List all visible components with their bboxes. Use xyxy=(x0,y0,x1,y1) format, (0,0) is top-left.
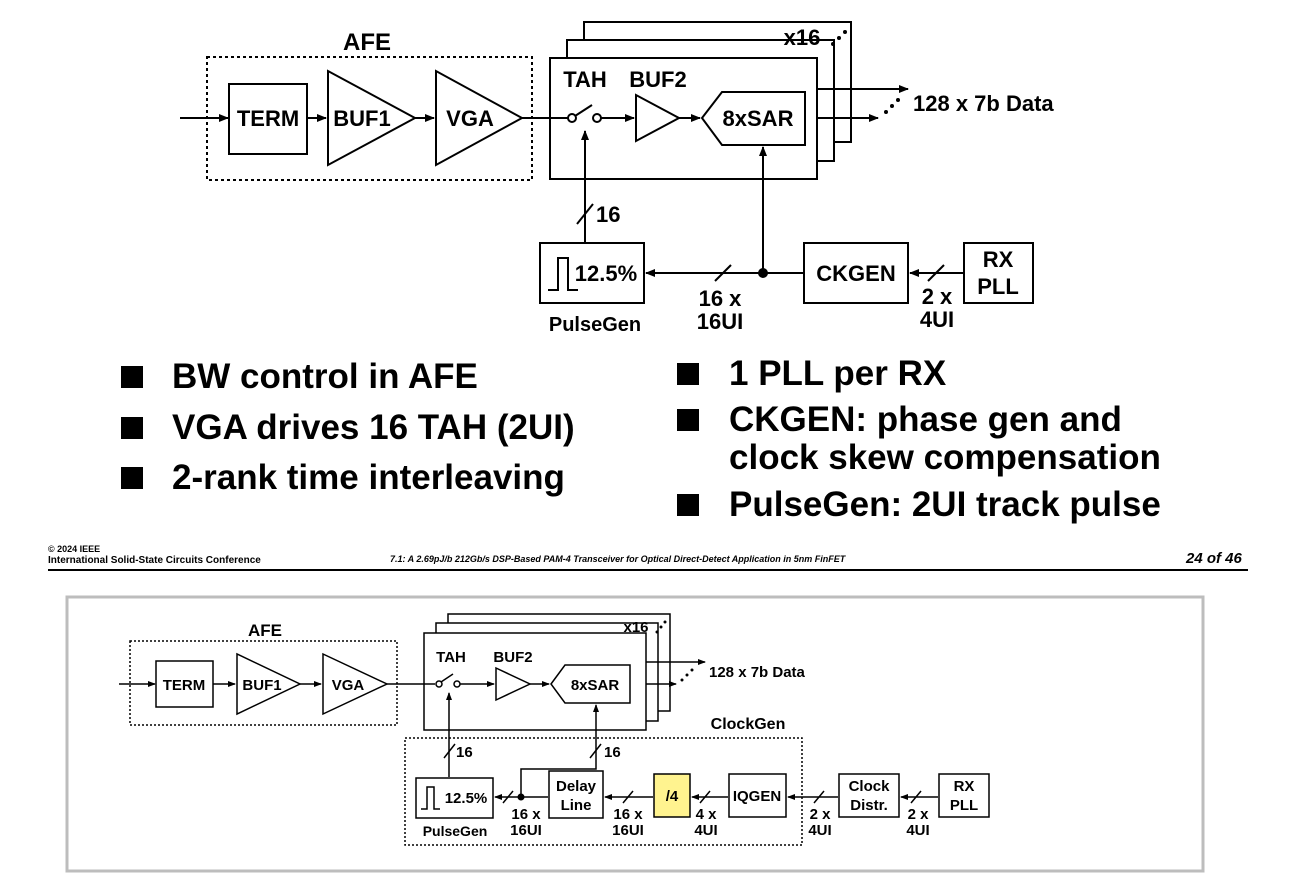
bus-4x: 4 x xyxy=(696,806,718,823)
footer-paper-title: 7.1: A 2.69pJ/b 212Gb/s DSP-Based PAM-4 … xyxy=(390,554,846,564)
iqgen-block xyxy=(728,773,787,818)
pll-bus-4ui: 4UI xyxy=(920,307,954,332)
bus-16ui-b: 16UI xyxy=(612,822,644,839)
bullet-text: CKGEN: phase gen and xyxy=(729,400,1122,439)
pulse-duty-label: 12.5% xyxy=(575,261,637,286)
bus-4ui-a: 4UI xyxy=(808,822,831,839)
rx-block-diagram-bottom: AFE TERM BUF1 VGA x16 TAH BUF2 8xSAR 128… xyxy=(65,595,1205,873)
buf1-triangle xyxy=(327,69,418,167)
vga-triangle xyxy=(435,69,525,167)
clock-junction xyxy=(517,793,525,801)
clock-distribution-block xyxy=(838,773,900,818)
buf2-triangle xyxy=(495,666,532,702)
term-label: TERM xyxy=(163,677,206,694)
bus-16x-a: 16 x xyxy=(511,806,541,823)
bus-16x-b: 16 x xyxy=(613,806,643,823)
rx-pll-block xyxy=(963,242,1034,304)
afe-label: AFE xyxy=(248,621,282,640)
data-output-label: 128 x 7b Data xyxy=(913,91,1054,116)
tah-switch-node-a xyxy=(567,113,577,123)
sar-block xyxy=(700,91,806,146)
rx-pll-label-bottom: PLL xyxy=(977,274,1019,299)
vga-triangle xyxy=(322,652,389,716)
pulse-duty-label: 12.5% xyxy=(445,790,488,807)
clock-distr-label-bottom: Distr. xyxy=(850,797,888,814)
bus-4ui: 4UI xyxy=(694,822,717,839)
sar-label: 8xSAR xyxy=(571,677,620,694)
sar-label: 8xSAR xyxy=(723,106,794,131)
buf2-label: BUF2 xyxy=(629,67,686,92)
bus-2x-b: 2 x xyxy=(908,806,930,823)
bullet-text: VGA drives 16 TAH (2UI) xyxy=(172,408,575,447)
clock-bus-16ui: 16UI xyxy=(697,309,743,334)
buf1-label: BUF1 xyxy=(333,106,390,131)
tah-switch-node-b xyxy=(592,113,602,123)
pulse-bus-width: 16 xyxy=(596,202,620,227)
sar-clock-bus-width: 16 xyxy=(604,744,621,761)
rx-pll-label-bottom: PLL xyxy=(950,797,978,814)
delay-line-label-bottom: Line xyxy=(561,797,592,814)
footer-page-number: 24 of 46 xyxy=(1186,550,1242,567)
delay-line-block xyxy=(548,770,604,819)
buf2-triangle xyxy=(635,93,682,143)
tah-switch-node-b xyxy=(453,680,461,688)
pulse-bus-width: 16 xyxy=(456,744,473,761)
footer-copyright: © 2024 IEEE xyxy=(48,544,101,554)
pulse-icon xyxy=(421,786,440,810)
sar-block xyxy=(550,664,631,704)
delay-line-label-top: Delay xyxy=(556,778,597,795)
afe-label: AFE xyxy=(343,29,391,56)
slice-count-label: x16 xyxy=(784,25,821,50)
rx-pll-label-top: RX xyxy=(983,247,1014,272)
clock-distr-label-top: Clock xyxy=(849,778,891,795)
tah-label: TAH xyxy=(563,67,607,92)
term-label: TERM xyxy=(237,106,299,131)
buf1-triangle xyxy=(236,652,302,716)
bullet-text: 1 PLL per RX xyxy=(729,354,947,393)
tah-label: TAH xyxy=(436,649,466,666)
vga-label: VGA xyxy=(446,106,494,131)
buf1-label: BUF1 xyxy=(242,677,281,694)
pulse-icon xyxy=(548,257,578,291)
pulsegen-block xyxy=(415,777,494,819)
rx-pll-block xyxy=(938,773,990,818)
vga-label: VGA xyxy=(332,677,365,694)
bullet-text-continued: clock skew compensation xyxy=(729,438,1161,477)
divider-label: /4 xyxy=(666,788,679,805)
data-output-label: 128 x 7b Data xyxy=(709,664,806,681)
iqgen-label: IQGEN xyxy=(733,788,781,805)
pulsegen-label: PulseGen xyxy=(549,314,641,336)
footer-conference: International Solid-State Circuits Confe… xyxy=(48,555,261,566)
ckgen-label: CKGEN xyxy=(816,261,895,286)
pulsegen-label: PulseGen xyxy=(423,823,488,839)
rx-block-diagram-top: AFE TERM BUF1 VGA x16 TAH BUF2 8xSAR 128… xyxy=(180,21,1054,336)
afe-boundary xyxy=(129,640,398,726)
bullet-text: PulseGen: 2UI track pulse xyxy=(729,485,1161,524)
rx-pll-label-top: RX xyxy=(954,778,975,795)
slice-count-label: x16 xyxy=(623,619,648,636)
ckgen-block xyxy=(803,242,909,304)
bus-16ui-a: 16UI xyxy=(510,822,542,839)
bullet-text: BW control in AFE xyxy=(172,357,478,396)
bus-4ui-b: 4UI xyxy=(906,822,929,839)
footer-rule xyxy=(48,569,1248,571)
bus-2x-a: 2 x xyxy=(810,806,832,823)
clock-bus-16x: 16 x xyxy=(699,286,743,311)
buf2-label: BUF2 xyxy=(493,649,532,666)
bullet-text: 2-rank time interleaving xyxy=(172,458,565,497)
pulsegen-block xyxy=(539,242,645,304)
tah-switch-node-a xyxy=(435,680,443,688)
pll-bus-2x: 2 x xyxy=(922,284,953,309)
divider-block xyxy=(653,773,691,818)
clockgen-label: ClockGen xyxy=(711,716,786,733)
